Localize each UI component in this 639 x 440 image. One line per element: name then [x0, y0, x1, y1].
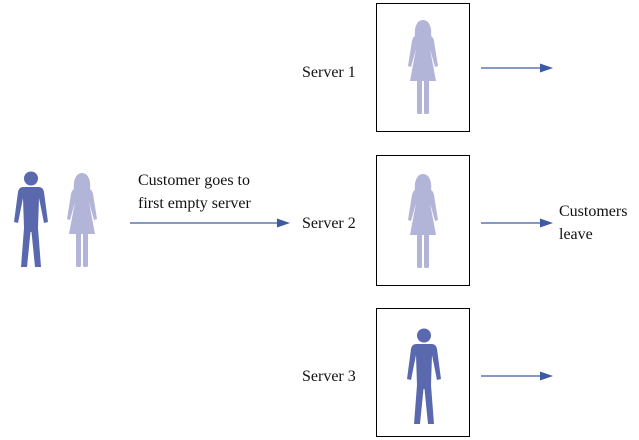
server-1-box — [376, 3, 470, 132]
waiting-woman-figure — [67, 173, 97, 267]
arrowhead-icon — [540, 63, 553, 73]
woman-icon — [408, 20, 438, 114]
server-3-box — [376, 308, 470, 437]
server-3-occupant — [407, 328, 441, 424]
server-3-label: Server 3 — [302, 368, 356, 385]
server-2-box — [376, 155, 470, 286]
woman-icon — [67, 173, 97, 267]
server-2-occupant — [408, 174, 438, 268]
arrow-to-servers — [130, 218, 290, 228]
arrowhead-icon — [540, 218, 553, 228]
exit-arrow-2 — [481, 218, 553, 228]
man-icon — [14, 171, 48, 267]
woman-icon — [408, 174, 438, 268]
server-2-label: Server 2 — [302, 215, 356, 232]
arrowhead-icon — [277, 218, 290, 228]
exit-label-line1: Customers — [559, 203, 628, 220]
queue-label-line2: first empty server — [138, 195, 251, 212]
exit-arrow-1 — [481, 63, 553, 73]
server-1-label: Server 1 — [302, 64, 356, 81]
exit-arrow-3 — [481, 371, 553, 381]
waiting-man-figure — [14, 171, 48, 267]
server-1-occupant — [408, 20, 438, 114]
exit-label-line2: leave — [559, 226, 593, 243]
queue-label-line1: Customer goes to — [138, 172, 250, 189]
arrowhead-icon — [540, 371, 553, 381]
man-icon — [407, 328, 441, 424]
